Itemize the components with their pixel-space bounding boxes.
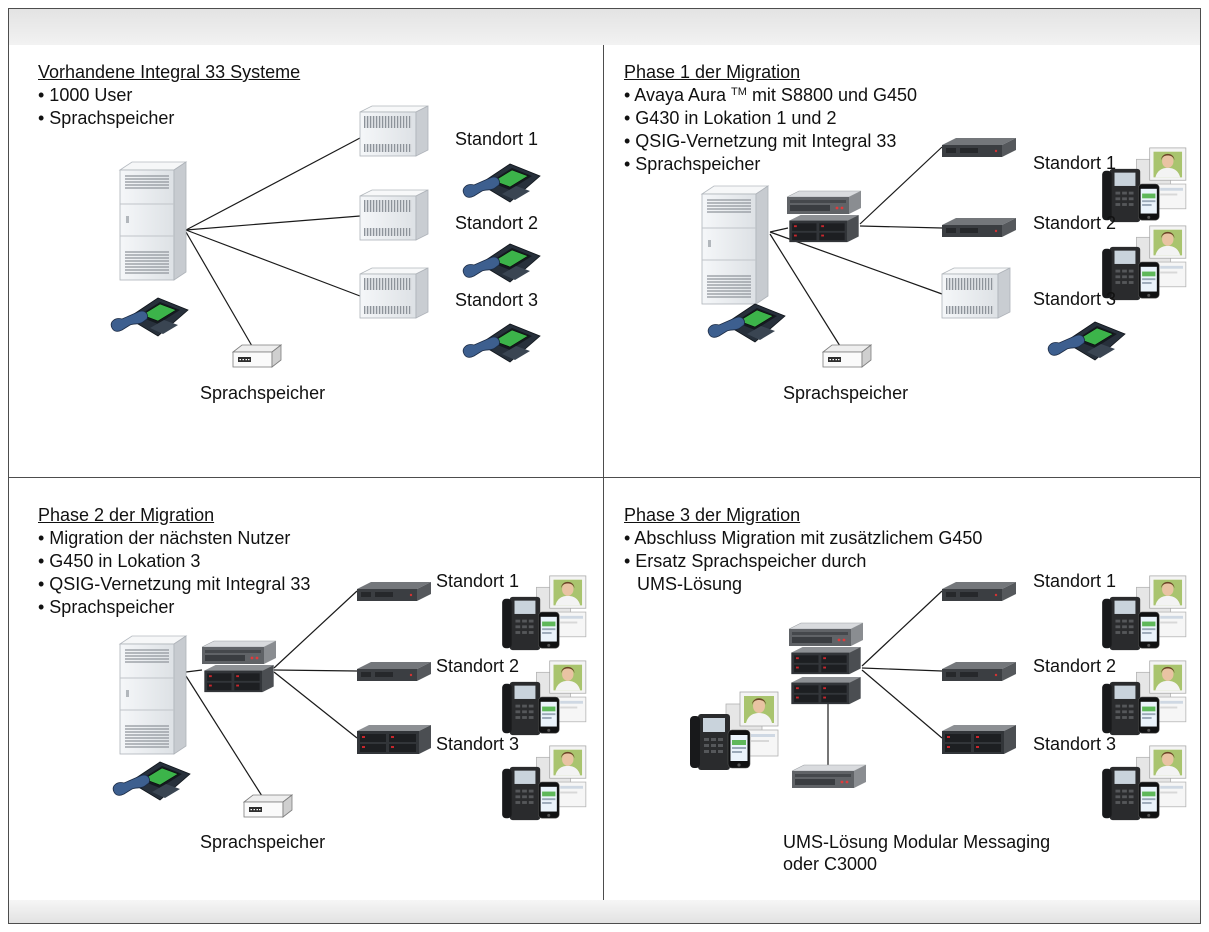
site-label: Standort 3 (455, 290, 539, 310)
device-caption: UMS-Lösung Modular Messaging (783, 832, 1051, 852)
panel-title: Phase 3 der Migration (624, 505, 801, 525)
bullet-item: • QSIG-Vernetzung mit Integral 33 (38, 574, 311, 594)
g450-gateway-icon (785, 214, 863, 244)
g430-gateway-icon (940, 580, 1018, 604)
extension-cabinet-icon (358, 104, 430, 158)
bullet-item: • Sprachspeicher (38, 597, 175, 617)
bullet-item: • Sprachspeicher (38, 108, 175, 128)
device-caption: oder C3000 (783, 854, 878, 874)
g430-gateway-icon (355, 580, 433, 604)
legacy-phone-icon (705, 298, 787, 346)
link-server-site2 (861, 667, 943, 672)
g430-gateway-icon (355, 660, 433, 684)
legacy-phone-icon (460, 238, 542, 286)
link-pbx-server (185, 669, 203, 673)
horizontal-divider (8, 477, 1201, 478)
integral-33-cabinet-icon (118, 634, 188, 756)
bullet-item: • G450 in Lokation 3 (38, 551, 201, 571)
link-server-site2 (859, 225, 943, 229)
integral-33-cabinet-icon (700, 184, 770, 306)
site-label: Standort 2 (1033, 656, 1117, 676)
legacy-phone-icon (108, 292, 190, 340)
legacy-phone-icon (460, 158, 542, 206)
header-band (9, 9, 1200, 45)
link-pbx-site3 (769, 231, 943, 295)
bullet-text: mit S8800 und G450 (746, 85, 918, 105)
link-pbx-site3 (185, 229, 361, 297)
vertical-divider (603, 45, 604, 900)
link-pbx-server (769, 227, 789, 233)
voicemail-box-icon (232, 343, 282, 369)
legacy-phone-icon (460, 318, 542, 366)
bullet-item: • Avaya Aura TM mit S8800 und G450 (624, 84, 917, 107)
bullet-item: • QSIG-Vernetzung mit Integral 33 (624, 131, 897, 151)
site-label: Standort 2 (436, 656, 520, 676)
panel-title: Vorhandene Integral 33 Systeme (38, 62, 301, 82)
bullet-item: • 1000 User (38, 85, 133, 105)
extension-cabinet-icon (940, 266, 1012, 320)
panel-title: Phase 2 der Migration (38, 505, 215, 525)
link-pbx-site2 (185, 215, 361, 231)
site-label: Standort 1 (436, 571, 520, 591)
ip-phone-cluster-icon (688, 690, 780, 772)
link-server-site1 (273, 590, 358, 669)
site-label: Standort 1 (1033, 153, 1117, 173)
g430-gateway-icon (940, 660, 1018, 684)
legacy-phone-icon (110, 756, 192, 804)
link-server-site1 (861, 590, 943, 667)
link-pbx-voicemail (185, 675, 263, 797)
extension-cabinet-icon (358, 266, 430, 320)
bullet-item: • Sprachspeicher (624, 154, 761, 174)
site-label: Standort 3 (1033, 734, 1117, 754)
s8800-server-icon (787, 622, 865, 648)
panel-title: Phase 1 der Migration (624, 62, 801, 82)
link-server-site1 (859, 146, 943, 225)
link-pbx-voicemail (769, 233, 841, 347)
g450-gateway-icon (355, 724, 433, 756)
g450-gateway-icon (940, 724, 1018, 756)
g430-gateway-icon (940, 136, 1018, 160)
voicemail-box-icon (243, 793, 293, 819)
link-pbx-site1 (185, 137, 361, 231)
g450-gateway-icon (787, 646, 865, 676)
bullet-text: • Avaya Aura (624, 85, 732, 105)
bullet-continuation: UMS-Lösung (637, 574, 743, 594)
bullet-item: • Migration der nächsten Nutzer (38, 528, 291, 548)
s8800-server-icon (200, 640, 278, 666)
bullet-item: • Ersatz Sprachspeicher durch (624, 551, 867, 571)
device-caption: Sprachspeicher (783, 383, 909, 403)
site-label: Standort 2 (455, 213, 539, 233)
voicemail-box-icon (822, 343, 872, 369)
link-server-site2 (273, 669, 358, 672)
g430-gateway-icon (940, 216, 1018, 240)
device-caption: Sprachspeicher (200, 383, 326, 403)
bullet-item: • G430 in Lokation 1 und 2 (624, 108, 837, 128)
link-server-site3 (861, 669, 943, 739)
link-server-site3 (273, 671, 358, 739)
ums-server-icon (790, 764, 868, 790)
bullet-item: • Abschluss Migration mit zusätzlichem G… (624, 528, 983, 548)
g450-gateway-icon (200, 664, 278, 694)
legacy-phone-icon (1045, 316, 1127, 364)
site-label: Standort 3 (436, 734, 520, 754)
device-caption: Sprachspeicher (200, 832, 326, 852)
s8800-server-icon (785, 190, 863, 216)
footer-band (9, 900, 1200, 923)
site-label: Standort 2 (1033, 213, 1117, 233)
integral-33-cabinet-icon (118, 160, 188, 282)
trademark-superscript: TM (731, 86, 747, 98)
site-label: Standort 3 (1033, 289, 1117, 309)
extension-cabinet-icon (358, 188, 430, 242)
link-pbx-voicemail (185, 231, 253, 347)
g450-gateway-icon (787, 676, 865, 706)
site-label: Standort 1 (1033, 571, 1117, 591)
site-label: Standort 1 (455, 129, 539, 149)
